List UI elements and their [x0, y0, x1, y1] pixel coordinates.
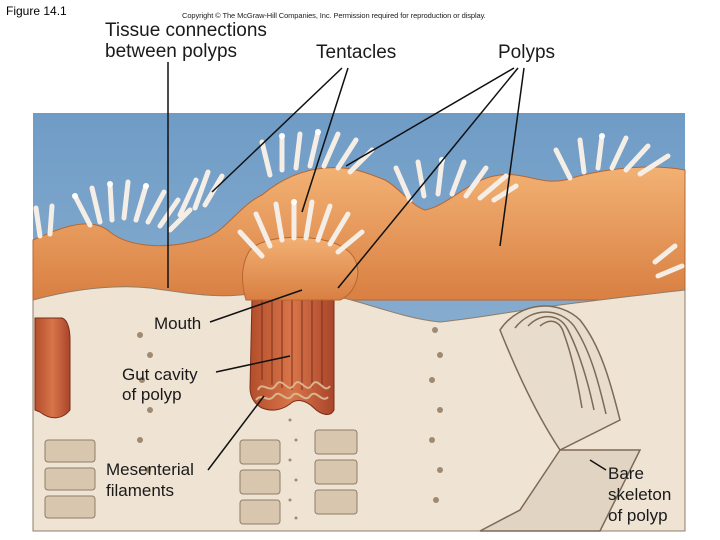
label-bare-line2: skeleton [608, 485, 672, 504]
skeleton-pores [137, 327, 443, 520]
leader-polyps-a [345, 67, 515, 167]
bare-skeleton [479, 305, 642, 532]
label-gut-line2: of polyp [122, 385, 182, 404]
leader-polyps-b [337, 67, 519, 289]
leader-mes [207, 395, 265, 471]
tentacles [33, 129, 685, 279]
label-bare-line3: of polyp [608, 506, 668, 525]
leader-polyps-c [499, 67, 525, 247]
leader-tentacles-a [211, 67, 343, 193]
skeleton-septa-left [44, 429, 358, 525]
label-gut-cavity: Gut cavity of polyp [122, 365, 198, 405]
label-mouth: Mouth [154, 314, 202, 333]
leader-mouth [209, 289, 303, 323]
copyright-notice: Copyright © The McGraw-Hill Companies, I… [182, 11, 486, 20]
label-mesenterial-filaments: Mesenterial filaments [106, 459, 194, 501]
label-tissue-line2: between polyps [105, 41, 238, 62]
label-bare-skeleton: Bare skeleton of polyp [608, 463, 671, 526]
label-gut-line1: Gut cavity [122, 365, 198, 384]
gut-cavity-left [34, 317, 71, 419]
label-tissue-connections: Tissue connections between polyps [105, 20, 267, 62]
gut-cavity-folds [261, 300, 323, 390]
polyp-center-body [242, 236, 359, 301]
label-mes-line2: filaments [106, 481, 175, 500]
label-bare-line1: Bare [608, 464, 644, 483]
leader-tentacles-b [301, 67, 349, 213]
label-tentacles: Tentacles [316, 42, 397, 63]
label-polyps: Polyps [498, 42, 556, 63]
label-mes-line1: Mesenterial [106, 460, 194, 479]
mesenterial-filaments [255, 381, 331, 401]
label-tissue-line1: Tissue connections [105, 20, 267, 41]
leader-lines [167, 62, 607, 471]
tentacle-tips [72, 129, 605, 205]
leader-bare [589, 459, 607, 471]
figure-label: Figure 14.1 [6, 4, 67, 18]
leader-gut [215, 355, 291, 373]
